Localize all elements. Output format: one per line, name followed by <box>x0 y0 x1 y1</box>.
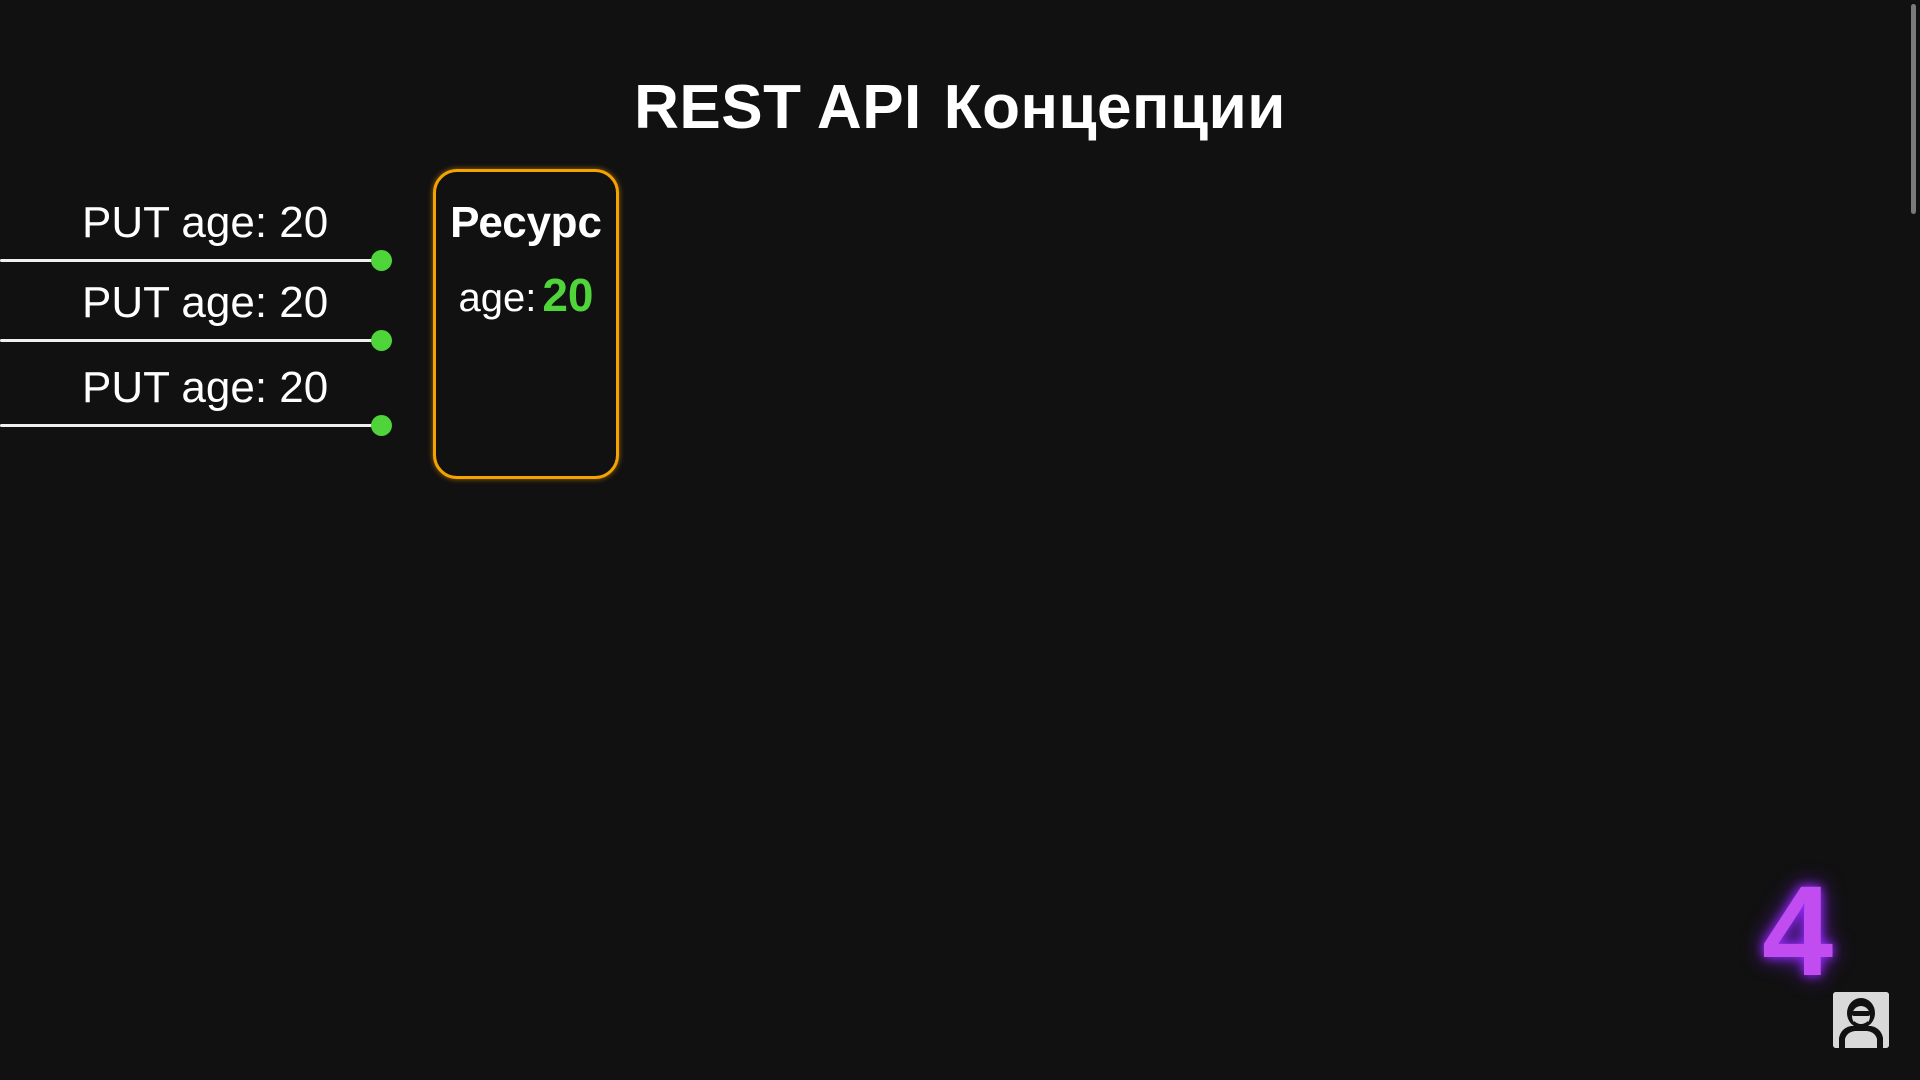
vertical-scrollbar[interactable] <box>1906 0 1920 1080</box>
resource-field-value: 20 <box>542 269 594 321</box>
resource-field-age: age:20 <box>436 268 616 322</box>
request-arrow-1: PUT age: 20 <box>0 198 392 271</box>
scrollbar-thumb[interactable] <box>1911 4 1916 214</box>
request-label: PUT age: 20 <box>82 363 329 412</box>
resource-field-key: age: <box>458 276 537 320</box>
resource-box: Ресурс age:20 <box>433 169 619 479</box>
request-endpoint-dot <box>371 415 392 436</box>
title-part-rest-api: REST API <box>634 73 922 142</box>
request-line <box>0 339 382 342</box>
request-line <box>0 259 382 262</box>
resource-title: Ресурс <box>450 198 602 247</box>
request-label: PUT age: 20 <box>82 198 329 247</box>
step-number: 4 <box>1762 860 1834 1003</box>
title-part-concepts: Концепции <box>943 73 1286 142</box>
request-endpoint-dot <box>371 250 392 271</box>
request-line <box>0 424 382 427</box>
page-title: REST API Концепции <box>0 72 1920 143</box>
hacker-avatar-icon <box>1833 992 1889 1048</box>
request-arrow-3: PUT age: 20 <box>0 363 392 436</box>
request-label: PUT age: 20 <box>82 278 329 327</box>
request-arrow-2: PUT age: 20 <box>0 278 392 351</box>
request-endpoint-dot <box>371 330 392 351</box>
